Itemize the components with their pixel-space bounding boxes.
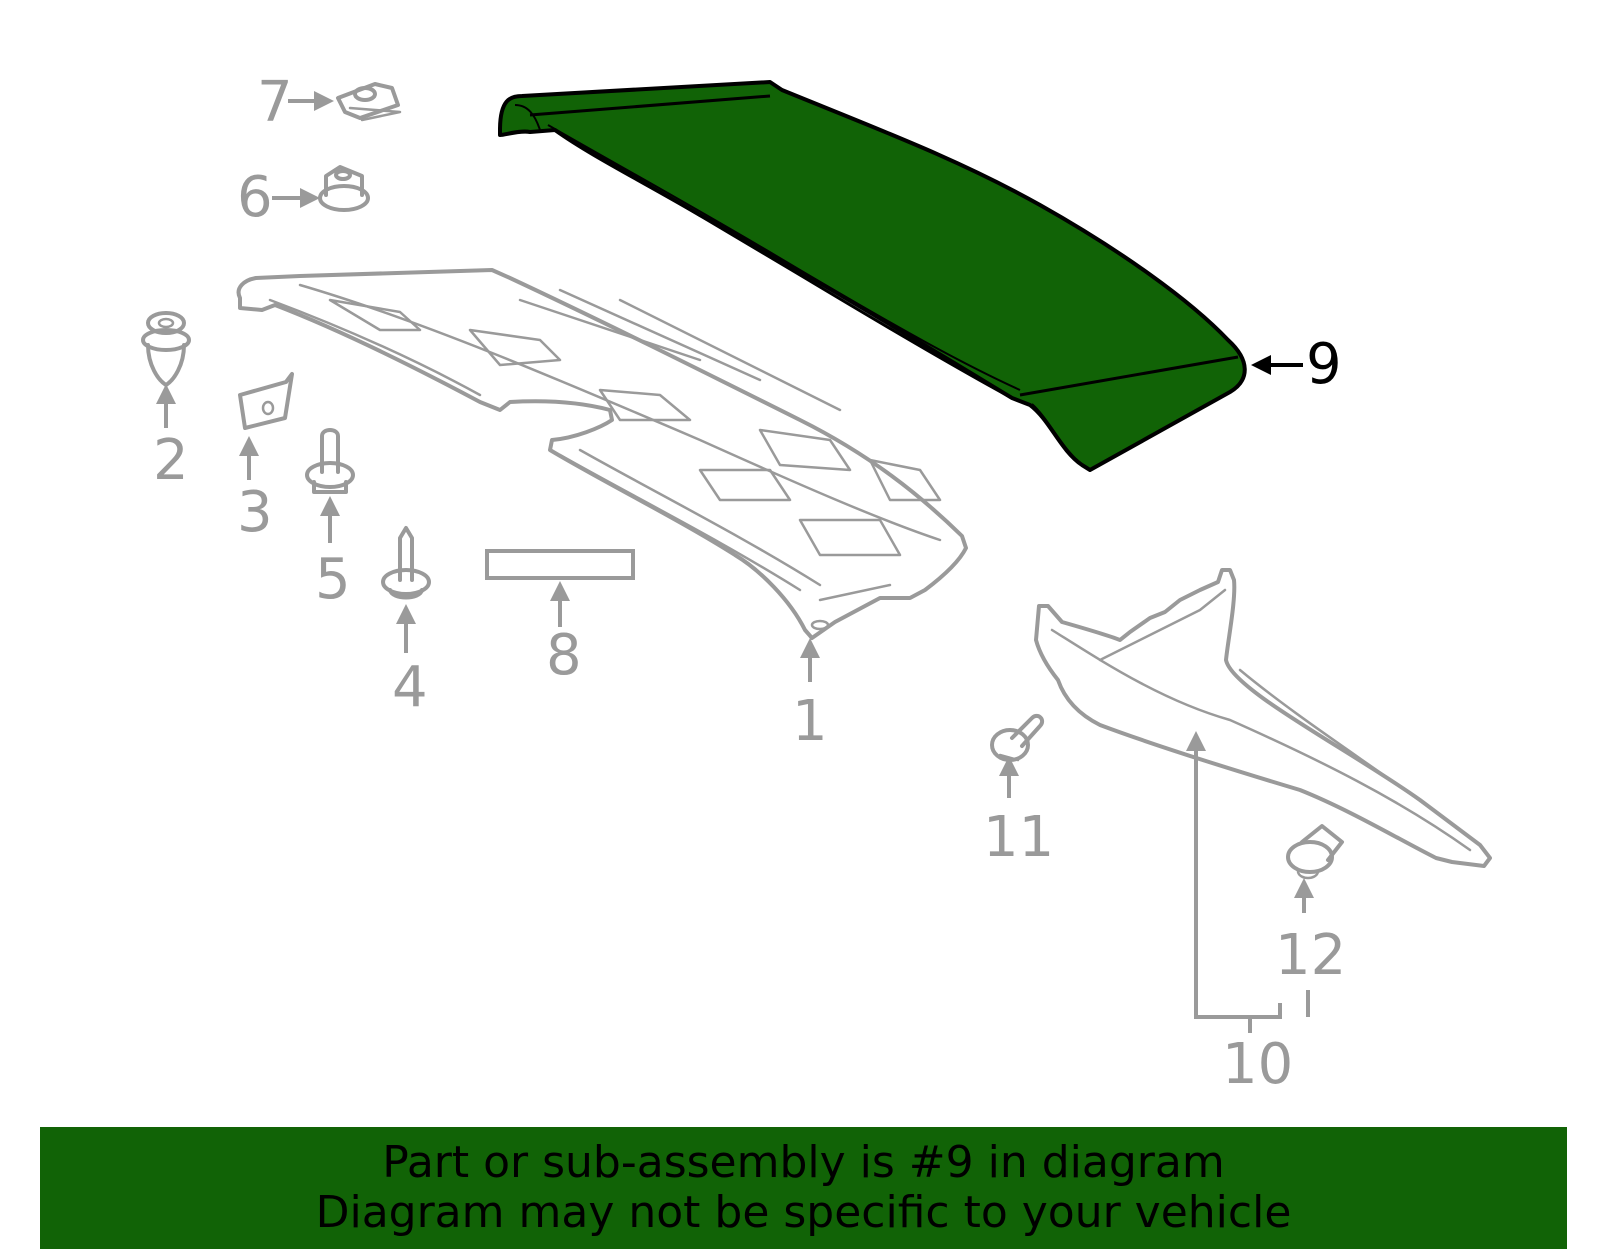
callout-label-10[interactable]: 10 [1222, 1032, 1294, 1097]
callout-label-11[interactable]: 11 [983, 805, 1055, 870]
callout-label-4[interactable]: 4 [392, 655, 428, 720]
strip-part-8[interactable] [485, 549, 635, 580]
clip-part-12[interactable] [1286, 824, 1344, 880]
inner-panel-part-1[interactable] [236, 268, 968, 640]
callout-label-6[interactable]: 6 [237, 165, 273, 230]
stud-part-11[interactable] [990, 713, 1045, 762]
callout-label-5[interactable]: 5 [315, 547, 351, 612]
nut-part-6[interactable] [318, 165, 370, 212]
spoiler-part-9[interactable] [498, 80, 1247, 472]
banner-line-part-number: Part or sub-assembly is #9 in diagram [382, 1137, 1225, 1188]
screw-part-4[interactable] [381, 526, 431, 600]
callout-bracket-10 [1186, 731, 1282, 1019]
callout-label-2[interactable]: 2 [153, 428, 189, 493]
clip-nut-part-3[interactable] [238, 372, 294, 430]
trim-panel-part-10[interactable] [1034, 568, 1492, 868]
callout-label-12[interactable]: 12 [1275, 923, 1347, 988]
callout-label-9[interactable]: 9 [1306, 332, 1342, 397]
callout-label-8[interactable]: 8 [546, 623, 582, 688]
u-nut-part-7[interactable] [336, 82, 402, 122]
bolt-part-5[interactable] [305, 428, 355, 494]
push-clip-part-2[interactable] [141, 311, 191, 387]
callout-label-7[interactable]: 7 [257, 70, 293, 135]
callout-label-3[interactable]: 3 [237, 480, 273, 545]
banner-line-disclaimer: Diagram may not be specific to your vehi… [315, 1187, 1292, 1238]
info-banner: Part or sub-assembly is #9 in diagram Di… [40, 1127, 1567, 1249]
callout-label-1[interactable]: 1 [792, 689, 828, 754]
